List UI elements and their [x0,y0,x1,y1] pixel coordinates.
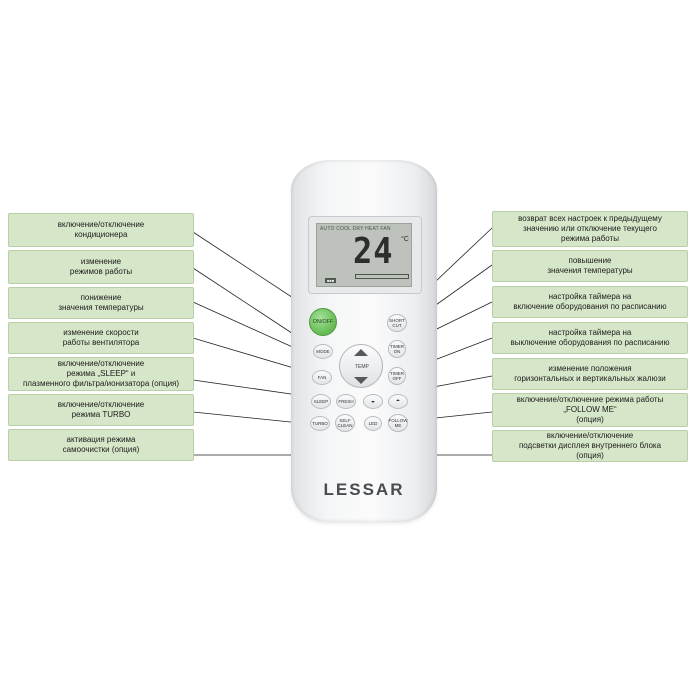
label-swing: изменение положения горизонтальных и вер… [492,358,688,390]
brand-logo: LESSAR [323,480,405,499]
label-timer-on: настройка таймера на включение оборудова… [492,286,688,318]
mode-button[interactable]: MODE [313,344,333,359]
sleep-button[interactable]: SLEEP [311,394,331,409]
label-self-clean: активация режима самоочистки (опция) [8,429,194,461]
label-led: включение/отключение подсветки дисплея в… [492,430,688,462]
lcd-mode-indicators: AUTO COOL DRY HEAT FAN [320,226,391,232]
on-off-button[interactable]: ON/OFF [309,308,337,336]
remote-control: AUTO COOL DRY HEAT FAN 24 °C ■■■ ON/OFF … [291,160,437,522]
swing-vertical-icon: ◒ [370,398,376,405]
lcd-temperature: 24 [353,230,394,272]
temp-down-arrow-icon[interactable] [354,377,368,384]
label-fan: изменение скорости работы вентилятора [8,322,194,354]
swing-vertical-button[interactable]: ◒ [363,394,383,409]
fresh-button[interactable]: FRESH [336,394,356,409]
temp-pad: TEMP [339,344,383,388]
lcd-temperature-unit: °C [401,236,409,243]
label-follow-me: включение/отключение режима работы „FOLL… [492,393,688,427]
label-temp-down: понижение значения температуры [8,287,194,319]
timer-off-button[interactable]: TIMER OFF [388,367,406,385]
follow-me-button[interactable]: FOLLOW ME [388,414,408,432]
temp-up-arrow-icon[interactable] [354,349,368,356]
swing-horizontal-icon: ◓ [395,398,401,405]
timer-on-button[interactable]: TIMER ON [388,340,406,358]
label-short-cut: возврат всех настроек к предыдущему знач… [492,211,688,247]
label-turbo: включение/отключение режима TURBO [8,394,194,426]
self-clean-button[interactable]: SELF CLEAN [335,414,355,432]
led-button[interactable]: LED [364,416,382,431]
fan-button[interactable]: FAN [312,370,332,385]
display-frame: AUTO COOL DRY HEAT FAN 24 °C ■■■ [308,216,422,294]
label-mode: изменение режимов работы [8,250,194,284]
swing-horizontal-button[interactable]: ◓ [388,394,408,409]
lcd-display: AUTO COOL DRY HEAT FAN 24 °C ■■■ [316,223,412,287]
turbo-button[interactable]: TURBO [310,416,330,431]
label-sleep: включение/отключение режима „SLEEP“ и пл… [8,357,194,391]
short-cut-button[interactable]: SHORT CUT [387,314,407,332]
label-temp-up: повышение значения температуры [492,250,688,282]
label-timer-off: настройка таймера на выключение оборудов… [492,322,688,354]
lcd-fan-speed-bar [355,274,409,279]
label-on-off: включение/отключение кондиционера [8,213,194,247]
temp-label: TEMP [355,364,369,370]
lcd-small-indicator: ■■■ [325,278,337,283]
